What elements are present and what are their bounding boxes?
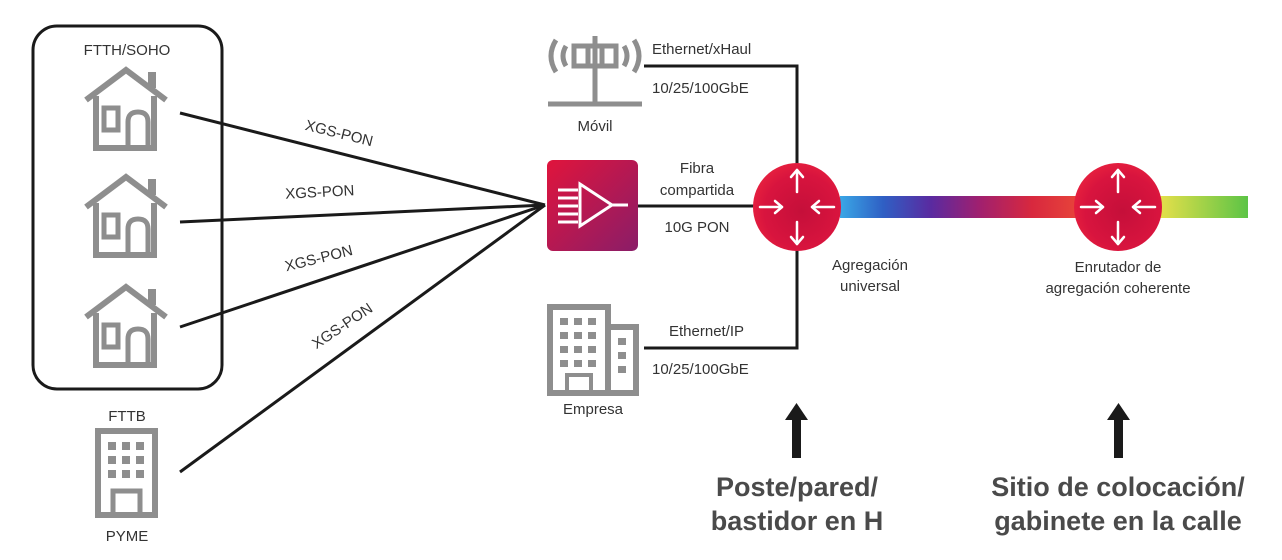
splitter-label-line1: Fibra [680, 160, 715, 177]
enterprise-label: Empresa [563, 401, 624, 418]
cell-tower-icon [548, 36, 642, 107]
optical-splitter-icon [547, 160, 638, 251]
pon-label-2: XGS-PON [285, 182, 355, 203]
splitter-label-line3: 10G PON [664, 219, 729, 236]
site-location-line2: gabinete en la calle [994, 506, 1242, 536]
pyme-label: PYME [106, 528, 149, 545]
upstream-optical-link [1158, 196, 1248, 218]
site-location-line1: Sitio de colocación/ [991, 472, 1245, 502]
coherent-router-label-line2: agregación coherente [1045, 280, 1190, 297]
arrow-up-icon [785, 403, 808, 458]
pon-label-3: XGS-PON [283, 242, 354, 275]
enterprise-link-title: Ethernet/IP [669, 323, 744, 340]
aggregation-label-line1: Agregación [832, 257, 908, 274]
coherent-router-label-line1: Enrutador de [1075, 259, 1162, 276]
aggregation-label-line2: universal [840, 278, 900, 295]
aggregation-router-icon [753, 163, 841, 251]
mobile-label: Móvil [577, 118, 612, 135]
mobile-link-title: Ethernet/xHaul [652, 41, 751, 58]
mobile-link [644, 64, 799, 165]
office-building-icon [95, 428, 158, 518]
enterprise-link [644, 250, 799, 350]
pon-label-4: XGS-PON [309, 300, 376, 353]
coherent-optical-link [840, 196, 1080, 218]
pon-label-1: XGS-PON [303, 117, 374, 150]
enterprise-link-speed: 10/25/100GbE [652, 361, 749, 378]
house-icon [84, 66, 168, 151]
pole-location-line2: bastidor en H [711, 506, 884, 536]
coherent-router-icon [1074, 163, 1162, 251]
pon-links [179, 111, 546, 474]
splitter-label-line2: compartida [660, 182, 735, 199]
fttb-label: FTTB [108, 408, 146, 425]
house-icon [84, 283, 168, 368]
ftth-label: FTTH/SOHO [84, 42, 171, 59]
enterprise-building-icon [547, 304, 639, 396]
pole-location-line1: Poste/pared/ [716, 472, 879, 502]
house-icon [84, 173, 168, 258]
arrow-up-icon [1107, 403, 1130, 458]
mobile-link-speed: 10/25/100GbE [652, 80, 749, 97]
ftth-group-box [31, 24, 224, 391]
